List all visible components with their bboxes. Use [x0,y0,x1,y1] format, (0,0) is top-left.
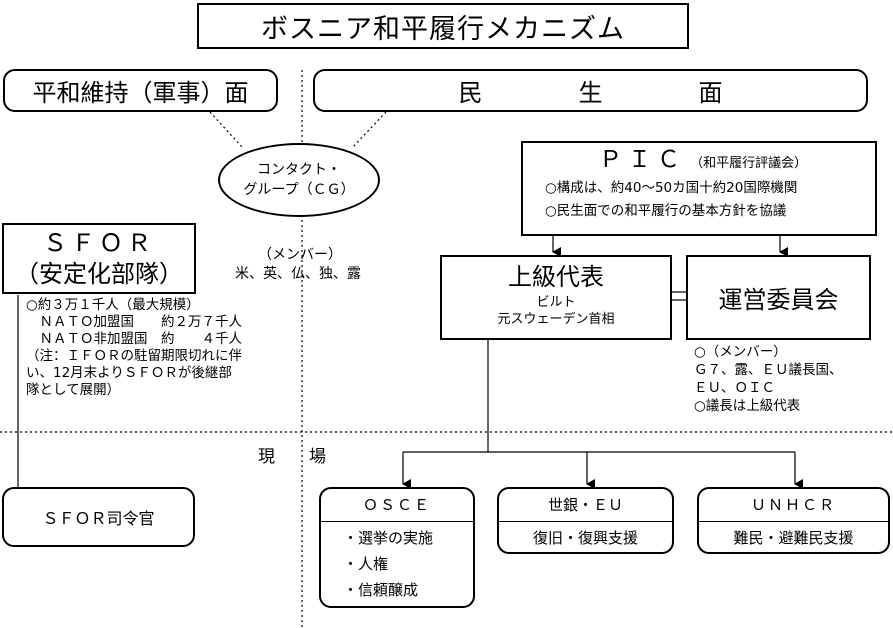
diagram-title: ボスニア和平履行メカニズム [197,3,689,49]
steering-note-line: Ｇ７、露、ＥＵ議長国、 [694,362,843,378]
high-rep-title: 上級代表 [508,263,604,291]
civil-to-cg-line [351,111,387,149]
sfor-note-line: ＮＡＴＯ加盟国 約２万７千人 [26,314,242,330]
diagram-title-text: ボスニア和平履行メカニズム [261,13,625,45]
steering-note-line: ○（メンバー） [694,344,787,360]
osce-title: ＯＳＣＥ [321,489,473,522]
sfor-note-line: 隊として展開） [26,382,121,398]
sfor-note-line: ＮＡＴＯ非加盟国 約 ４千人 [26,331,242,347]
pic-item: ○構成は、約40～50カ国十約20国際機関 [545,180,798,196]
high-rep-box: 上級代表 ビルト 元スウェーデン首相 [440,255,672,340]
contact-group: コンタクト・ グループ（ＣＧ） [218,143,380,217]
unhcr-body: 難民・避難民支援 [733,529,854,547]
worldbank-eu-box: 世銀・ＥＵ 復旧・復興支援 [497,487,674,554]
field-label: 現 場 [258,447,326,467]
military-to-cg-line [209,111,244,149]
steering-notes: ○（メンバー） Ｇ７、露、ＥＵ議長国、 ＥＵ、ＯＩＣ ○議長は上級代表 [694,343,843,415]
worldbank-body: 復旧・復興支援 [532,529,638,547]
military-header-text: 平和維持（軍事）面 [32,79,249,107]
steering-title: 運営委員会 [718,286,839,314]
unhcr-title: ＵＮＨＣＲ [699,489,888,522]
contact-group-line2: グループ（ＣＧ） [243,182,355,198]
members-list: 米、英、仏、独、露 [235,266,361,282]
steering-note-line: ＥＵ、ＯＩＣ [694,380,775,396]
sfor-note-line: い、12月末よりＳＦＯＲが後継部 [26,365,232,381]
sfor-commander-box: ＳＦＯＲ司令官 [2,487,195,547]
pic-header: ＰＩＣ （和平履行評議会） [545,147,875,177]
osce-item: ・信頼醸成 [343,581,419,599]
steering-note-line: ○議長は上級代表 [694,398,801,414]
steering-committee-box: 運営委員会 [686,255,871,340]
sfor-subtitle: （安定化部隊） [15,259,183,288]
osce-item: ・選挙の実施 [343,529,434,547]
worldbank-title: 世銀・ＥＵ [499,489,672,522]
high-rep-role: 元スウェーデン首相 [497,312,615,327]
sfor-title: ＳＦＯＲ [43,228,155,257]
osce-item: ・人権 [343,555,389,573]
civil-header-text: 民 生 面 [458,79,723,107]
osce-box: ＯＳＣＥ ・選挙の実施 ・人権 ・信頼醸成 [319,487,475,608]
military-header: 平和維持（軍事）面 [3,69,278,112]
contact-group-line1: コンタクト・ [257,162,341,178]
pic-box: ＰＩＣ （和平履行評議会） ○構成は、約40～50カ国十約20国際機関 ○民生面… [521,141,877,236]
sfor-note-line: ○約３万１千人（最大規模） [26,297,200,313]
sfor-notes: ○約３万１千人（最大規模） ＮＡＴＯ加盟国 約２万７千人 ＮＡＴＯ非加盟国 約 … [26,297,242,399]
civil-header: 民 生 面 [313,69,868,112]
unhcr-box: ＵＮＨＣＲ 難民・避難民支援 [697,487,890,554]
pic-item: ○民生面での和平履行の基本方針を協議 [545,203,787,219]
pic-title: ＰＩＣ [599,147,686,173]
pic-subtitle: （和平履行評議会） [690,156,808,171]
members-label: （メンバー） [258,247,342,263]
sfor-note-line: （注：ＩＦＯＲの駐留期限切れに伴 [26,348,242,364]
high-rep-name: ビルト [536,295,576,310]
sfor-commander-text: ＳＦＯＲ司令官 [42,509,155,528]
sfor-box: ＳＦＯＲ （安定化部隊） [2,223,196,294]
